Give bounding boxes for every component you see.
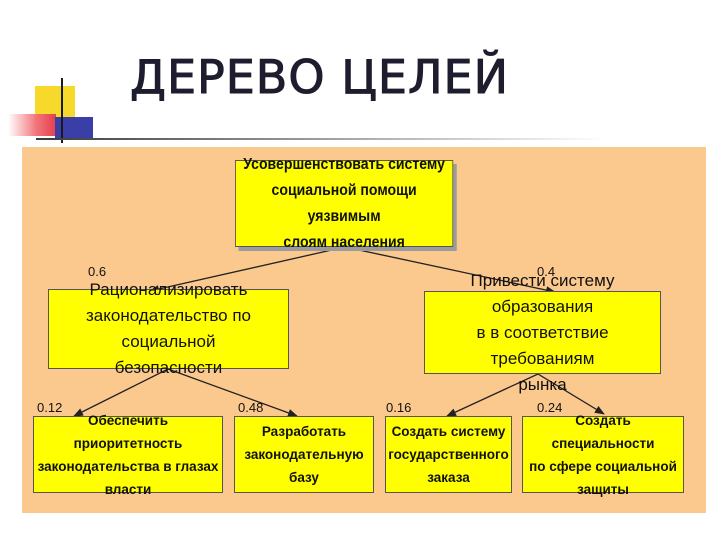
subgoal-label-3: Создать систему государственного заказа xyxy=(388,424,509,485)
decor-blue-square xyxy=(55,117,93,139)
weight-sub-1: 0.12 xyxy=(37,400,63,415)
subgoal-box-3: Создать систему государственного заказа xyxy=(385,416,512,493)
goal-box-1: Рационализировать законодательство по со… xyxy=(48,280,289,377)
weight-sub-3: 0.16 xyxy=(386,400,412,415)
root-goal-box: Усовершенствовать систему социальной пом… xyxy=(235,156,454,251)
goal-label-1: Рационализировать законодательство по со… xyxy=(85,280,252,377)
arrow-goal2-to-sub3 xyxy=(446,373,539,417)
root-goal-label: Усовершенствовать систему социальной пом… xyxy=(243,155,445,251)
goal-label-2: Привести систему образования в в соответ… xyxy=(470,270,615,394)
arrow-root-to-goal-1 xyxy=(149,246,346,293)
subgoal-label-2: Разработать законодательную базу xyxy=(244,424,364,485)
weight-sub-4: 0.24 xyxy=(537,400,563,415)
decor-title-underline xyxy=(36,138,606,140)
weight-goal-2: 0.4 xyxy=(537,264,556,279)
slide-title: ДЕРЕВО ЦЕЛЕЙ xyxy=(129,50,510,105)
subgoal-box-2: Разработать законодательную базу xyxy=(234,416,374,493)
goal-box-2: Привести систему образования в в соответ… xyxy=(424,271,661,394)
arrow-root-to-goal-2 xyxy=(344,246,556,295)
decor-vertical-line xyxy=(61,78,63,143)
arrow-goal1-to-sub2 xyxy=(167,368,298,417)
weight-sub-2: 0.48 xyxy=(238,400,264,415)
subgoal-box-4: Создать специальности по сфере социально… xyxy=(522,413,684,497)
subgoal-label-1: Обеспечить приоритетность законодательст… xyxy=(37,412,219,497)
weight-goal-1: 0.6 xyxy=(88,264,107,279)
arrow-goal2-to-sub4 xyxy=(537,373,605,415)
subgoal-box-1: Обеспечить приоритетность законодательст… xyxy=(33,413,223,497)
arrow-goal1-to-sub1 xyxy=(73,368,169,417)
subgoal-label-4: Создать специальности по сфере социально… xyxy=(529,412,677,497)
decor-red-bar xyxy=(8,114,56,136)
